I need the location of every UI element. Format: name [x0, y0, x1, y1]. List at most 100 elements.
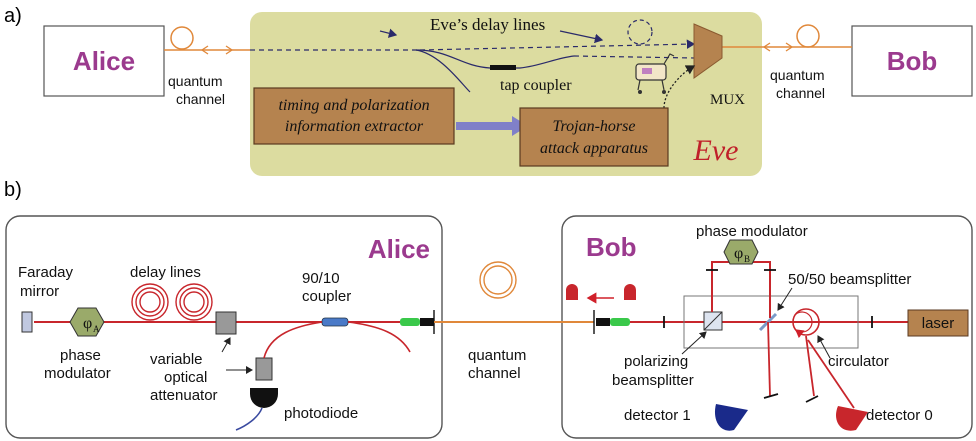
extractor-line-1: timing and polarization [278, 97, 429, 114]
detector-1 [714, 404, 748, 431]
mux [693, 23, 723, 79]
mux-label: MUX [710, 92, 745, 108]
eve-label: Eve [693, 134, 739, 167]
detector-0 [836, 406, 868, 431]
alice-connector-black [420, 318, 434, 326]
trojan-line-1: Trojan-horse [553, 118, 636, 135]
alice-connector [400, 318, 420, 326]
delay-pointer-right [559, 30, 604, 44]
qc-b-label-2: channel [468, 365, 521, 382]
detector-0-label: detector 0 [866, 407, 933, 424]
photodiode-top [250, 388, 278, 394]
tap-coupler-label: tap coupler [500, 77, 572, 94]
photodiode-lead [235, 407, 263, 431]
bob-label-a: Bob [887, 46, 938, 76]
faraday-label-1: Faraday [18, 264, 74, 281]
extractor-box [253, 87, 455, 145]
detector-1-label: detector 1 [624, 407, 691, 424]
bob-connector [610, 318, 630, 326]
attenuator-label-1: variable [150, 351, 203, 368]
circulator [792, 308, 820, 336]
tap-coupler [490, 65, 516, 70]
trojan-arrow [663, 65, 696, 109]
qc-left-a-1: quantum [168, 73, 222, 89]
det0-path-a [805, 335, 815, 397]
trojan-box [519, 107, 669, 167]
arrow-right-a2 [785, 42, 794, 52]
coupler-label-2: coupler [302, 288, 351, 305]
pbs-label-1: polarizing [624, 353, 688, 370]
alice-label-b: Alice [368, 234, 430, 264]
qc-right-a-2: channel [776, 85, 825, 101]
det1-tick [763, 393, 779, 399]
extractor-to-trojan-arrow [456, 116, 528, 136]
fiber-coil-right-a [796, 24, 820, 48]
phi-a: φ [83, 315, 92, 332]
quantum-channel-coil [479, 261, 517, 299]
pbs-label-2: beamsplitter [612, 372, 694, 389]
coupler-branch-right [347, 321, 411, 353]
phase-modulator-a [69, 307, 105, 337]
phase-mod-left-2: modulator [44, 365, 111, 382]
faraday-label-2: mirror [20, 283, 59, 300]
attenuator-pointer-1 [221, 337, 231, 353]
pulse-left-icon [566, 284, 578, 300]
faraday-mirror [21, 311, 33, 333]
trojan-line-2: attack apparatus [540, 140, 648, 157]
phase-mod-right-label: phase modulator [696, 223, 808, 240]
panel-a-label: a) [4, 5, 22, 27]
bob-box-a [851, 25, 973, 97]
arrow-left-a2 [225, 45, 234, 55]
attenuator-label-3: attenuator [150, 387, 218, 404]
phi-b: φ [734, 245, 743, 262]
phi-a-sub: A [93, 324, 100, 334]
tap-branch-down [415, 49, 471, 93]
pbs-diagonal [703, 311, 723, 331]
delay-pointer-left [379, 28, 398, 38]
qc-left-a-2: channel [176, 91, 225, 107]
delay-line-upper [419, 39, 696, 51]
extractor-line-2: information extractor [285, 118, 424, 135]
arrow-right-a [762, 42, 771, 52]
photodiode-label: photodiode [284, 405, 358, 422]
eve-delay-lines-label: Eve’s delay lines [430, 15, 545, 34]
delay-coil [627, 19, 653, 45]
phi-b-sub: B [744, 254, 750, 264]
alice-label-a: Alice [73, 46, 135, 76]
phase-mod-left-1: phase [60, 347, 101, 364]
trojan-horse-icon [635, 53, 675, 94]
laser-label: laser [922, 315, 955, 332]
phase-modulator-b [723, 239, 759, 265]
coupler-label-1: 90/10 [302, 270, 340, 287]
bs5050-label: 50/50 beamsplitter [788, 271, 911, 288]
tap-branch [415, 49, 575, 69]
pulse-right-icon [624, 284, 636, 300]
circulator-label: circulator [828, 353, 889, 370]
delay-line-lower [573, 55, 695, 59]
laser [907, 309, 969, 337]
det1-path [767, 321, 771, 397]
det0-tick [805, 395, 819, 403]
coupler-branch-left [263, 321, 323, 359]
det0-path [807, 339, 855, 409]
circulator-pointer [817, 335, 831, 359]
photodiode [250, 394, 278, 408]
fiber-coil-left-a [170, 26, 194, 50]
bob-connector-black [596, 318, 610, 326]
delay-coils [131, 283, 213, 321]
bob-label-b: Bob [586, 232, 637, 262]
arrow-left-a [200, 45, 209, 55]
qc-right-a-1: quantum [770, 67, 824, 83]
variable-attenuator-2 [255, 357, 273, 381]
bob-box-b [561, 215, 973, 439]
bs5050-pointer [777, 287, 793, 311]
delay-lines-label: delay lines [130, 264, 201, 281]
alice-box-a [43, 25, 165, 97]
panel-b-label: b) [4, 179, 22, 201]
circulator-arrow [795, 311, 813, 339]
coupler-90-10 [321, 317, 349, 327]
variable-attenuator [215, 311, 237, 335]
pbs-pointer [681, 331, 707, 355]
qc-b-label-1: quantum [468, 347, 526, 364]
